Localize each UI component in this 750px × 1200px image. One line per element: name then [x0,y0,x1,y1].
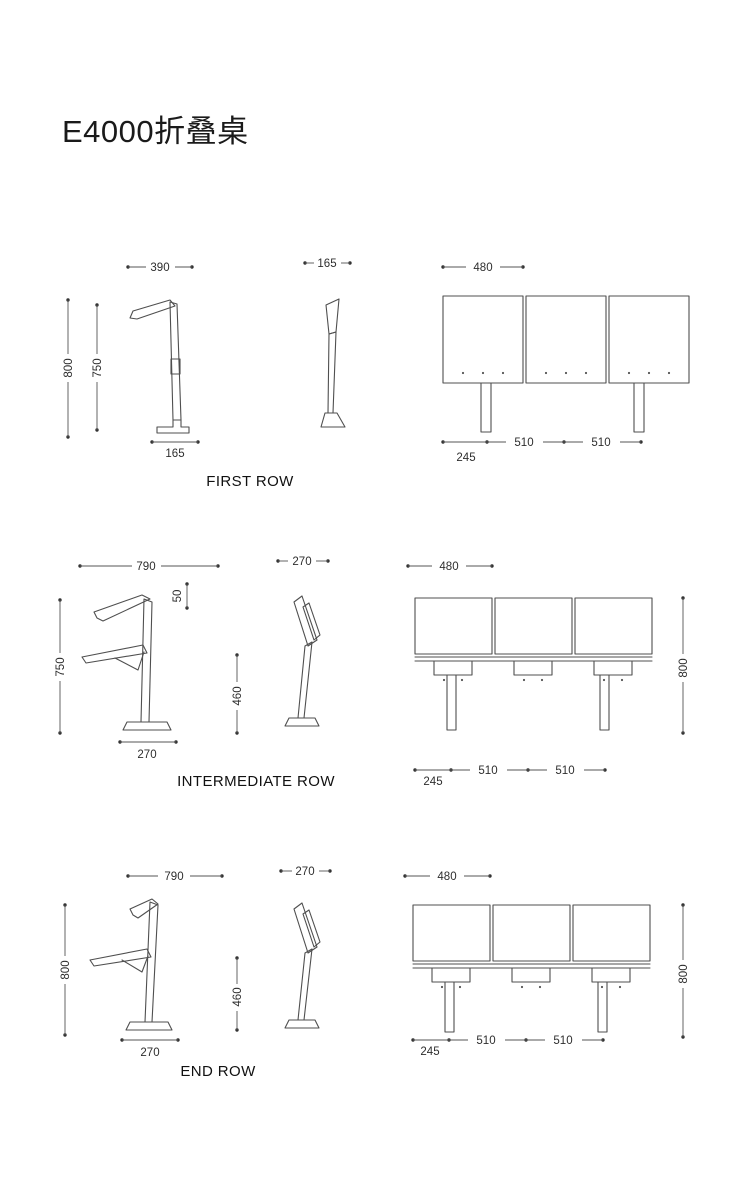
dim-int-pitches: 245 510 510 [413,765,607,788]
intermediate-row-side-view [81,594,172,731]
svg-text:480: 480 [473,262,492,274]
svg-text:510: 510 [555,765,574,777]
svg-text:270: 270 [292,556,311,568]
dim-end-side-width: 790 [126,871,224,883]
dim-first-height-outer: 800 [63,298,75,439]
dim-first-side-width: 390 [126,262,194,274]
end-row-panel-view [412,904,651,1033]
dim-first-pitches: 245 510 510 [441,437,643,464]
dim-int-desk-height: 460 [232,653,244,735]
intermediate-row-label: INTERMEDIATE ROW [177,773,335,790]
svg-text:165: 165 [165,448,184,460]
svg-text:50: 50 [172,590,184,603]
svg-text:790: 790 [164,871,183,883]
end-panel-fixings [440,985,622,989]
svg-text:245: 245 [420,1046,439,1058]
dim-first-panel-width: 480 [441,262,525,274]
svg-text:460: 460 [232,686,244,705]
section-intermediate-row: 790 50 750 [55,556,690,790]
dim-end-pitches: 245 510 510 [411,1035,605,1058]
svg-text:510: 510 [553,1035,572,1047]
svg-text:245: 245 [423,776,442,788]
first-row-side-view [129,299,190,434]
dim-end-height: 800 [60,903,72,1037]
dim-int-back-gap: 50 [172,582,189,610]
dim-end-foot-depth: 270 [120,1038,180,1059]
first-row-front-view [320,298,346,428]
end-row-side-view [89,898,173,1031]
svg-text:510: 510 [476,1035,495,1047]
section-first-row: 390 800 750 [63,258,690,490]
svg-text:750: 750 [55,657,67,676]
svg-text:245: 245 [456,452,475,464]
svg-text:510: 510 [591,437,610,449]
dim-int-foot-depth: 270 [118,740,178,761]
section-end-row: 790 800 460 [60,866,690,1080]
first-row-label: FIRST ROW [206,473,294,490]
svg-text:510: 510 [514,437,533,449]
first-row-panel-fixings [461,371,671,375]
end-row-front-view [284,902,321,1029]
svg-text:270: 270 [140,1047,159,1059]
dim-end-front-width: 270 [279,866,332,878]
svg-text:510: 510 [478,765,497,777]
dim-int-total-height: 800 [678,596,690,735]
dim-end-total-height: 800 [678,903,690,1039]
first-row-panel-view [442,295,690,433]
end-row-label: END ROW [180,1063,256,1080]
svg-text:800: 800 [60,960,72,979]
dim-end-desk-height: 460 [232,956,244,1032]
svg-text:165: 165 [317,258,336,270]
svg-text:790: 790 [136,561,155,573]
svg-text:480: 480 [437,871,456,883]
dim-int-side-width: 790 [78,561,220,573]
intermediate-row-panel-view [414,597,653,731]
dim-int-front-width: 270 [276,556,330,568]
svg-text:800: 800 [678,658,690,677]
dim-first-foot-depth: 165 [150,440,200,460]
svg-text:800: 800 [63,358,75,377]
dim-int-height: 750 [55,598,67,735]
dim-end-panel-width: 480 [403,871,492,883]
dim-first-height-inner: 750 [92,303,104,432]
svg-text:460: 460 [232,987,244,1006]
svg-text:270: 270 [137,749,156,761]
dim-first-front-width: 165 [303,258,352,270]
svg-text:800: 800 [678,964,690,983]
svg-text:750: 750 [92,358,104,377]
intermediate-panel-fixings [442,678,624,682]
page-title: E4000折叠桌 [62,114,249,149]
svg-text:480: 480 [439,561,458,573]
dim-int-panel-width: 480 [406,561,494,573]
svg-text:390: 390 [150,262,169,274]
intermediate-row-front-view [284,595,321,727]
svg-text:270: 270 [295,866,314,878]
